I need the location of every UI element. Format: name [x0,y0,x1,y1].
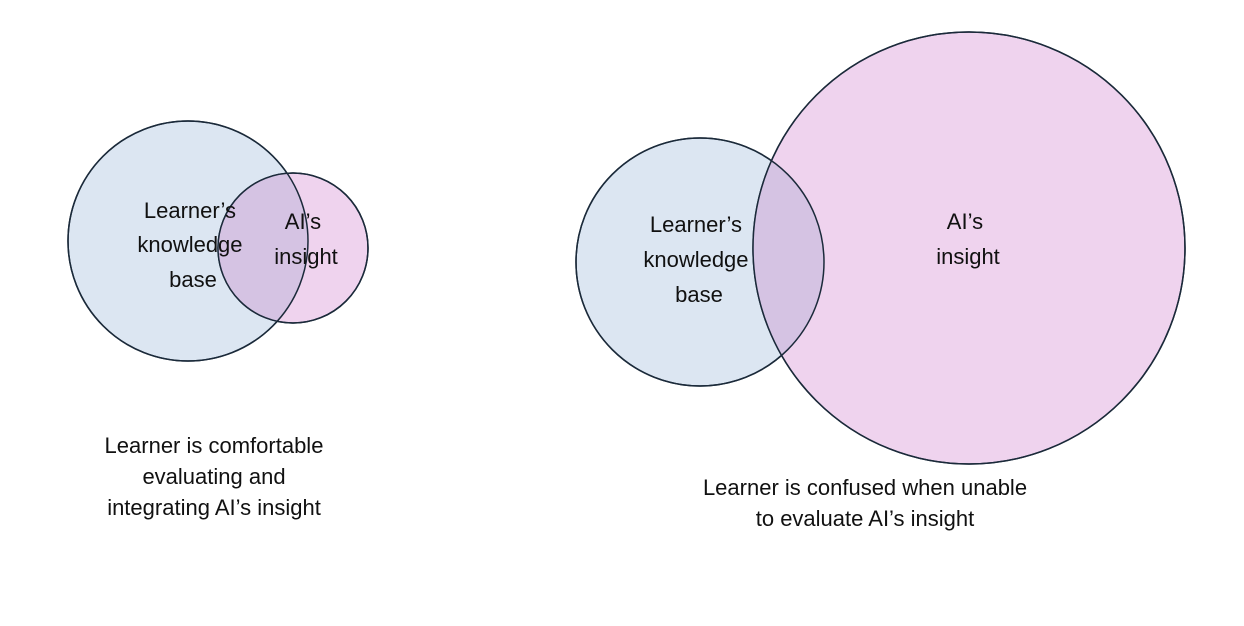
left-learner-label: Learner’s knowledge base [137,198,248,292]
left-venn: Learner’s knowledge base AI’s insight [67,120,369,362]
left-caption: Learner is comfortable evaluating and in… [44,430,384,523]
right-knowledge-outline [575,137,825,387]
left-insight-outline [217,172,369,324]
left-caption-line: Learner is comfortable [104,433,324,458]
right-venn: Learner’s knowledge base AI’s insight [575,31,1186,465]
right-caption-line: Learner is confused when unable [702,475,1028,500]
left-knowledge-outline [67,120,309,362]
left-ai-label: AI’s insight [274,209,338,269]
right-learner-label: Learner’s knowledge base [643,212,754,307]
left-caption-line: integrating AI’s insight [107,495,321,520]
right-insight-outline [752,31,1186,465]
left-overlap-region [218,173,308,323]
left-caption-line: evaluating and [142,464,286,489]
right-caption: Learner is confused when unable to evalu… [620,472,1110,534]
right-caption-line: to evaluate AI’s insight [755,506,975,531]
right-ai-label: AI’s insight [936,209,1000,269]
